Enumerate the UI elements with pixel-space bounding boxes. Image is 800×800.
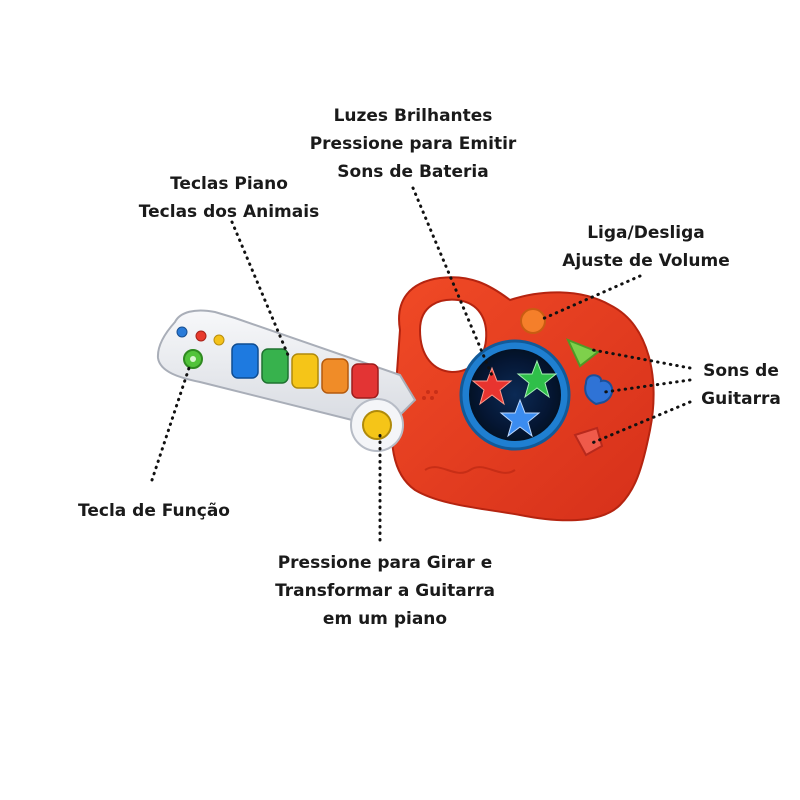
guitar-sound-buttons <box>566 338 614 457</box>
callout-leader-lines <box>150 186 692 542</box>
rotate-knob-icon <box>350 398 404 452</box>
callout-funcao-line1: Tecla de Função <box>78 501 230 521</box>
function-button-icon <box>183 349 203 369</box>
callout-teclas-line1: Teclas Piano <box>170 174 288 194</box>
callout-girar-line1: Pressione para Girar e <box>277 553 493 573</box>
callout-tecla-funcao: Tecla de Função <box>78 497 230 525</box>
callout-girar-line3: em um piano <box>322 609 448 629</box>
callout-girar-transformar: Pressione para Girar e Transformar a Gui… <box>275 549 495 633</box>
callout-girar-line2: Transformar a Guitarra <box>275 581 495 601</box>
green-star-icon <box>516 359 558 399</box>
callout-teclas-line2: Teclas dos Animais <box>138 202 320 222</box>
light-dial <box>459 339 571 451</box>
callout-sons-line1: Sons de <box>703 361 779 381</box>
power-volume-knob-icon <box>520 308 546 334</box>
leader-liga <box>538 274 642 322</box>
leader-luzes <box>411 186 495 380</box>
callout-liga-line2: Ajuste de Volume <box>562 251 730 271</box>
callout-luzes-line1: Luzes Brilhantes <box>333 106 493 126</box>
blue-star-icon <box>499 398 541 438</box>
green-triangle-button-icon <box>566 338 600 368</box>
leader-sons-3 <box>590 400 692 445</box>
callout-luzes-brilhantes: Luzes Brilhantes Pressione para Emitir S… <box>310 102 517 186</box>
piano-keys <box>231 343 379 399</box>
callout-sons-line2: Guitarra <box>701 389 781 409</box>
guitar-neck <box>156 309 417 452</box>
callout-luzes-line2: Pressione para Emitir <box>309 134 517 154</box>
red-shape-button-icon <box>573 426 604 457</box>
red-star-icon <box>471 366 513 406</box>
callout-teclas-piano: Teclas Piano Teclas dos Animais <box>139 170 319 226</box>
callout-luzes-line3: Sons de Bateria <box>337 162 489 182</box>
leader-sons-2 <box>603 378 692 394</box>
leader-teclas <box>230 220 290 357</box>
callout-sons-guitarra: Sons de Guitarra <box>701 357 781 413</box>
leader-funcao <box>150 363 192 482</box>
callout-liga-desliga: Liga/Desliga Ajuste de Volume <box>562 219 729 275</box>
callout-liga-line1: Liga/Desliga <box>587 223 705 243</box>
